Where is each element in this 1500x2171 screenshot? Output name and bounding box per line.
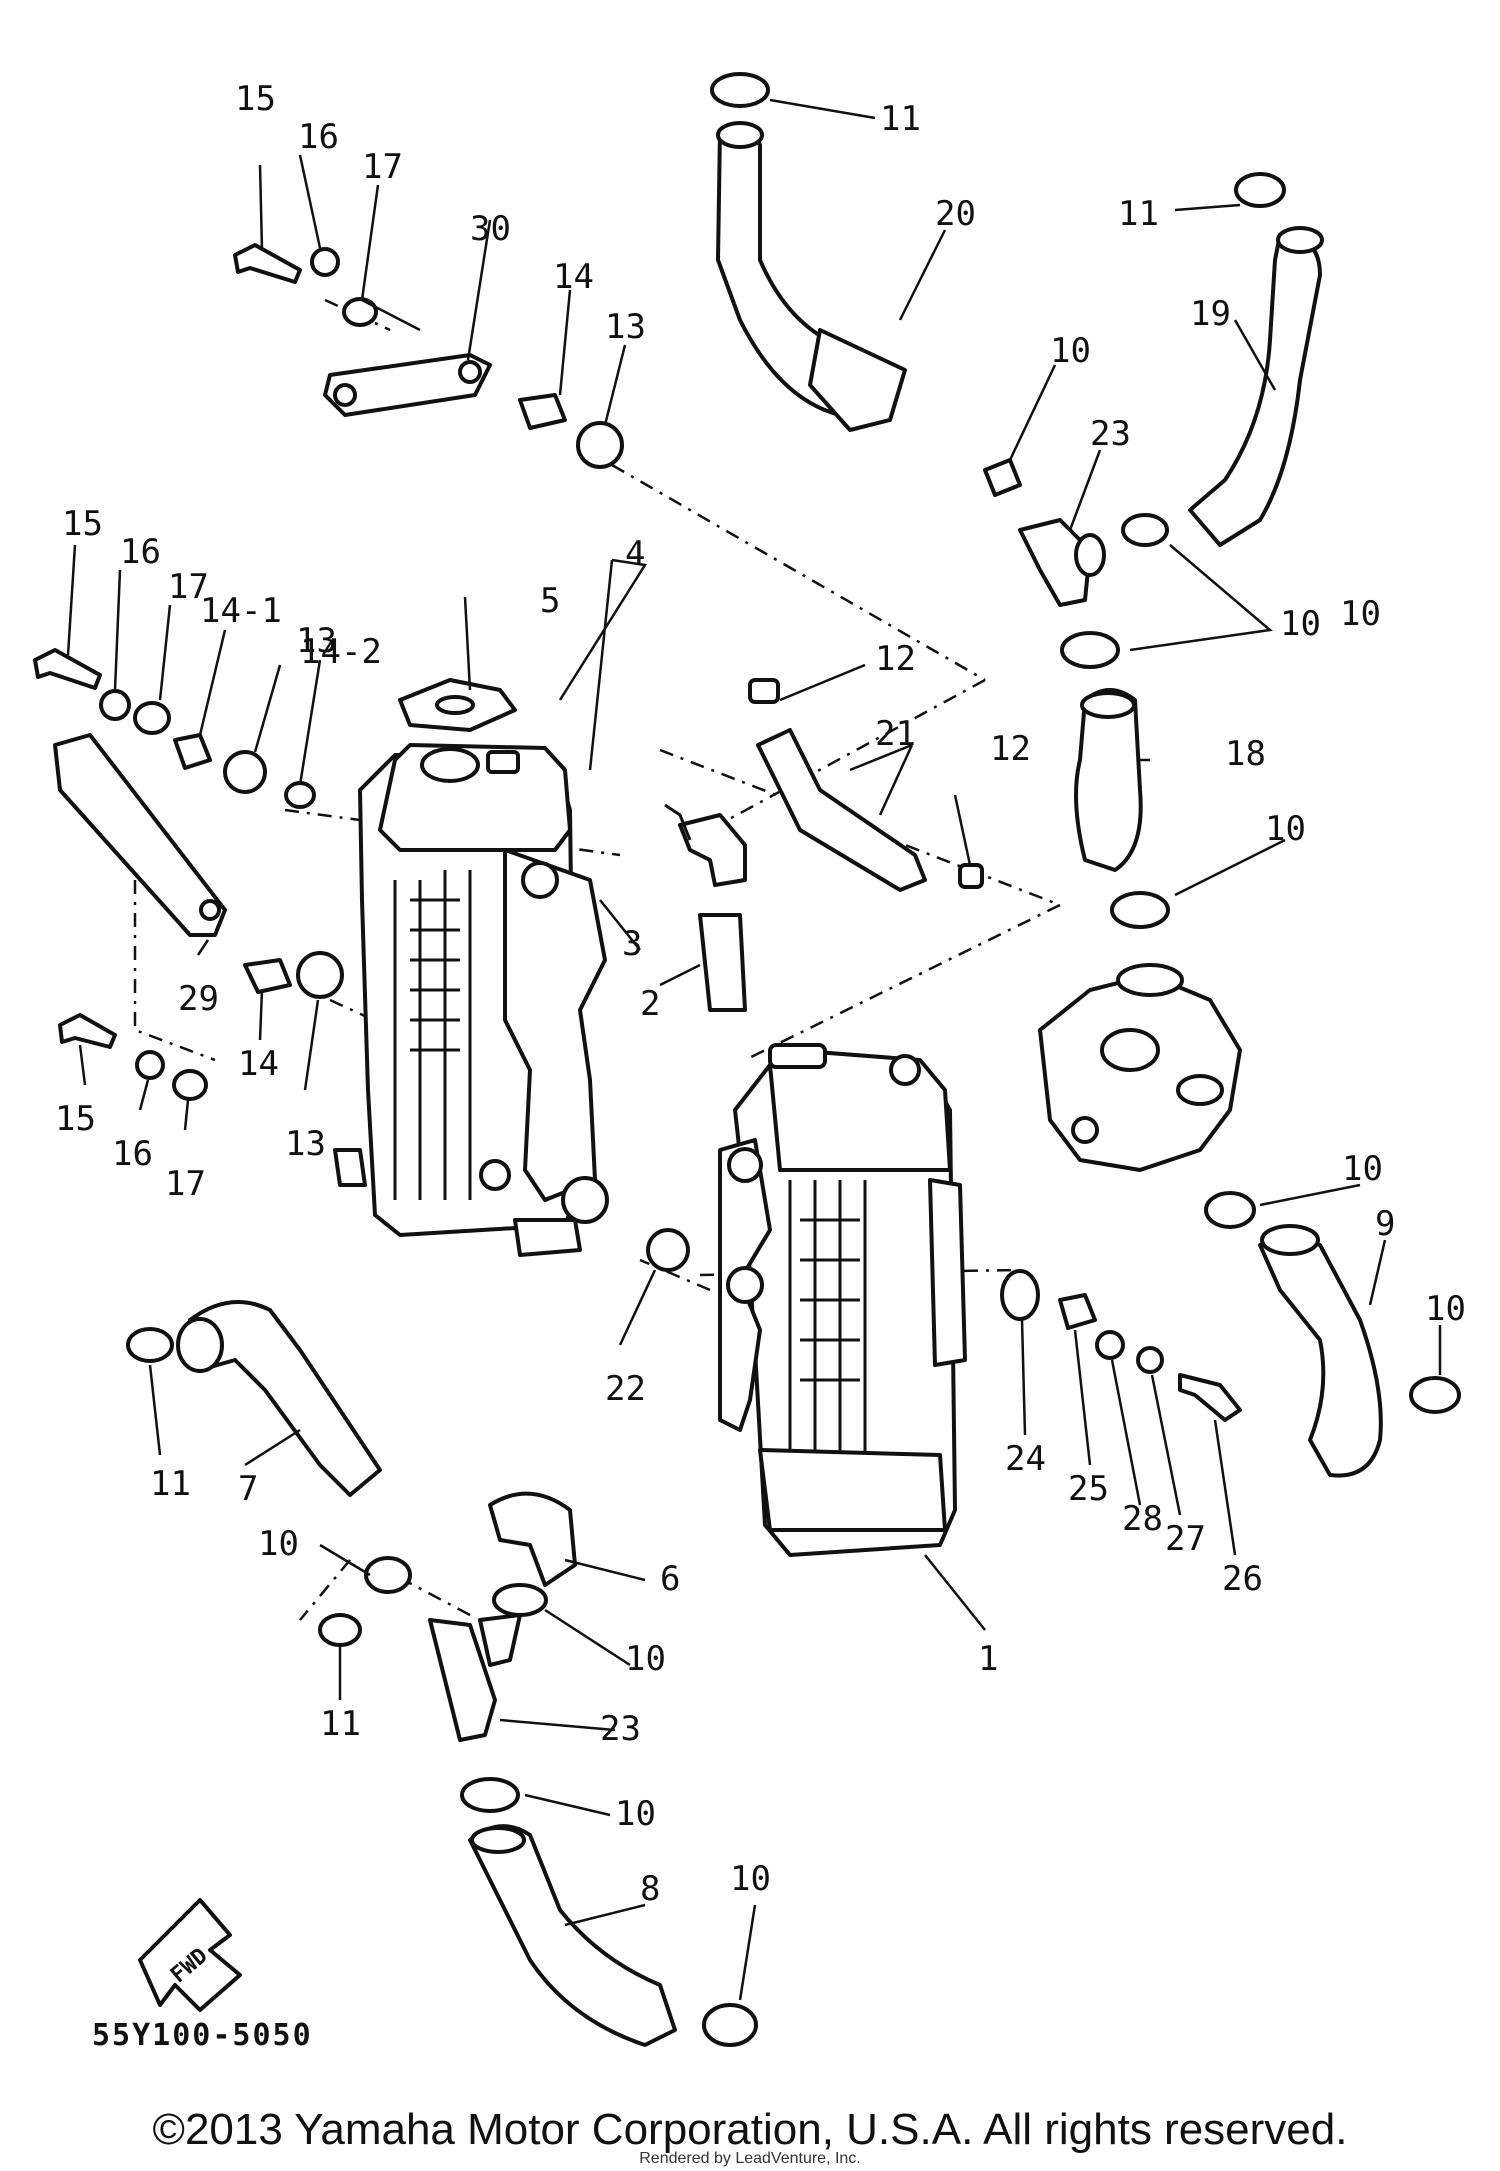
part-label: 30	[470, 209, 511, 249]
part-label: 18	[1225, 734, 1266, 774]
copyright-text: ©2013 Yamaha Motor Corporation, U.S.A. A…	[152, 2105, 1348, 2154]
part-label: 13	[605, 307, 646, 347]
hoses	[176, 121, 1383, 2047]
part-label: 17	[362, 147, 403, 187]
hardware	[33, 72, 1461, 2047]
part-label: 16	[120, 532, 161, 572]
part-label: 10	[1342, 1149, 1383, 1189]
part-label: 14-1	[200, 591, 282, 631]
part-label: 16	[112, 1134, 153, 1174]
part-label: 26	[1222, 1559, 1263, 1599]
part-label: 25	[1068, 1469, 1109, 1509]
part-label: 19	[1190, 294, 1231, 334]
clamp-11-top	[710, 72, 770, 108]
part-label: 6	[660, 1559, 680, 1599]
hose-18	[1074, 688, 1143, 872]
part-label: 12	[875, 639, 916, 679]
bolt-15-mid	[33, 648, 102, 690]
hose-19	[1188, 233, 1322, 547]
part-label: 11	[880, 99, 921, 139]
part-label: 17	[165, 1164, 206, 1204]
part-label: 13	[296, 621, 337, 661]
part-label: 21	[875, 714, 916, 754]
part-label: 11	[1118, 194, 1159, 234]
part-label: 8	[640, 1869, 660, 1909]
part-label: 11	[320, 1704, 361, 1744]
part-label: 24	[1005, 1439, 1046, 1479]
part-label: 10	[1280, 604, 1321, 644]
part-labels: 11 20 11 19 10 23 10 12 21 12 18 10 4 5 …	[55, 79, 1466, 1988]
part-label: 10	[1265, 809, 1306, 849]
bolt-15-low	[58, 1013, 117, 1049]
part-label: 7	[238, 1469, 258, 1509]
diagram-code: 55Y100-5050	[92, 2018, 313, 2053]
part-label: 22	[605, 1369, 646, 1409]
part-label: 10	[1340, 594, 1381, 634]
part-label: 20	[935, 194, 976, 234]
part-label: 3	[622, 924, 642, 964]
hose-7	[188, 1300, 382, 1497]
leader-lines	[66, 98, 1442, 2001]
grommet-24	[1000, 1269, 1040, 1321]
part-label: 2	[640, 984, 660, 1024]
part-label: 23	[600, 1709, 641, 1749]
part-label: 15	[62, 504, 103, 544]
part-label: 11	[150, 1464, 191, 1504]
clip-12a	[748, 678, 780, 704]
bolt-26	[1178, 1373, 1242, 1422]
part-label: 16	[298, 117, 339, 157]
cylinder-head	[1038, 963, 1242, 1172]
part-label: 10	[1050, 331, 1091, 371]
part-label: 10	[730, 1859, 771, 1899]
radiator-right	[718, 1043, 967, 1557]
pin-3	[664, 803, 692, 841]
part-label: 14	[553, 257, 594, 297]
part-label: 10	[1425, 1289, 1466, 1329]
part-label: 4	[625, 534, 645, 574]
fwd-arrow-icon	[138, 1898, 242, 2012]
hose-21	[756, 728, 927, 892]
part-label: 10	[615, 1794, 656, 1834]
part-label: 29	[178, 979, 219, 1019]
grommet-22	[646, 1228, 690, 1272]
joint-23-upper	[1018, 518, 1092, 607]
hose-2	[698, 913, 747, 1012]
hose-9	[1258, 1235, 1383, 1478]
hose-6	[488, 1491, 577, 1587]
bolt-15-top	[233, 243, 302, 284]
part-label: 15	[55, 1099, 96, 1139]
part-label: 13	[285, 1124, 326, 1164]
part-label: 9	[1375, 1204, 1395, 1244]
part-label: 14	[238, 1044, 279, 1084]
part-label: 14-2	[300, 632, 382, 672]
part-label: 17	[168, 567, 209, 607]
part-label: 1	[978, 1639, 998, 1679]
joint-23-lower	[428, 1618, 497, 1742]
part-label: 27	[1165, 1519, 1206, 1559]
part-label: 23	[1090, 414, 1131, 454]
part-label: 12	[990, 729, 1031, 769]
clip-12b	[958, 863, 984, 889]
hose-8	[468, 1824, 677, 2047]
radiator-cap-neck	[420, 747, 480, 783]
part-label: 28	[1122, 1499, 1163, 1539]
radiator-left	[333, 743, 609, 1257]
part-label: 5	[540, 581, 560, 621]
part-label: 10	[258, 1524, 299, 1564]
part-label: 10	[625, 1639, 666, 1679]
bracket-29	[53, 733, 227, 937]
part-label: 15	[235, 79, 276, 119]
rendered-by-text: Rendered by LeadVenture, Inc.	[639, 2150, 861, 2167]
